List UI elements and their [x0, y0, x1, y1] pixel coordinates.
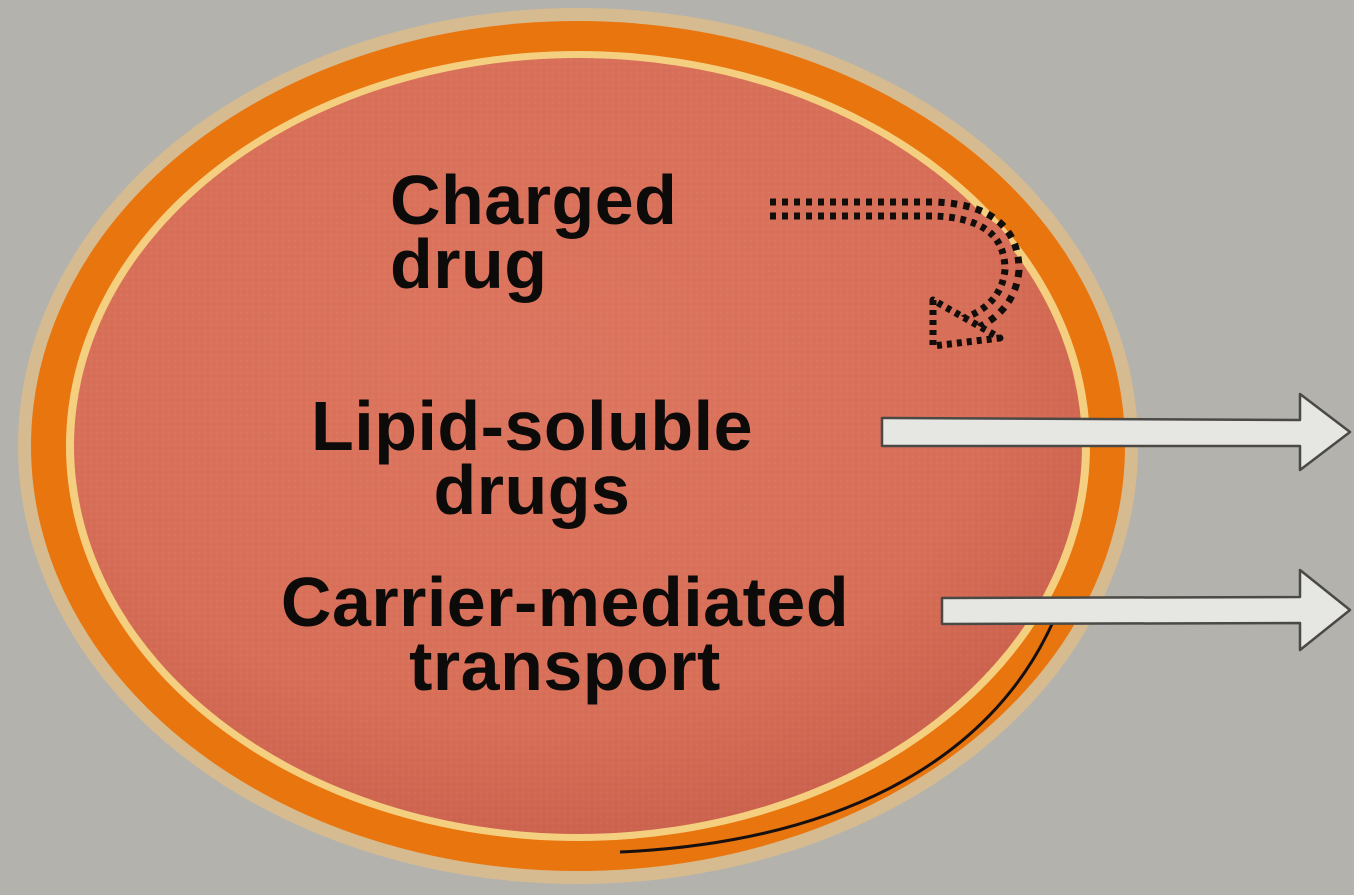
charged-drug-label-line1: Charged [390, 161, 678, 239]
lipid-soluble-drugs-label-line1: Lipid-soluble [310, 387, 754, 465]
carrier-mediated-transport-label-line1: Carrier-mediated [280, 563, 850, 641]
cell [18, 8, 1138, 884]
membrane-shadow-line [619, 623, 1054, 854]
cytoplasm-texture [74, 58, 1082, 834]
dashed-arrowhead [929, 296, 1004, 350]
carrier-mediated-transport-label-line2: transport [409, 627, 721, 705]
carrier-transport-arrow [940, 568, 1352, 652]
lipid-soluble-drugs-label-line2: drugs [433, 451, 631, 529]
charged-drug-dashed-arrow [770, 198, 1023, 350]
lipid-soluble-drugs-label: Lipid-soluble drugs [258, 387, 806, 529]
charged-drug-label: Charged drug [390, 161, 678, 303]
dashed-arrow-curve-core [770, 205, 1016, 331]
lipid-drugs-arrow [880, 392, 1352, 472]
carrier-mediated-transport-label: Carrier-mediated transport [215, 563, 915, 705]
charged-drug-label-line2: drug [390, 225, 548, 303]
